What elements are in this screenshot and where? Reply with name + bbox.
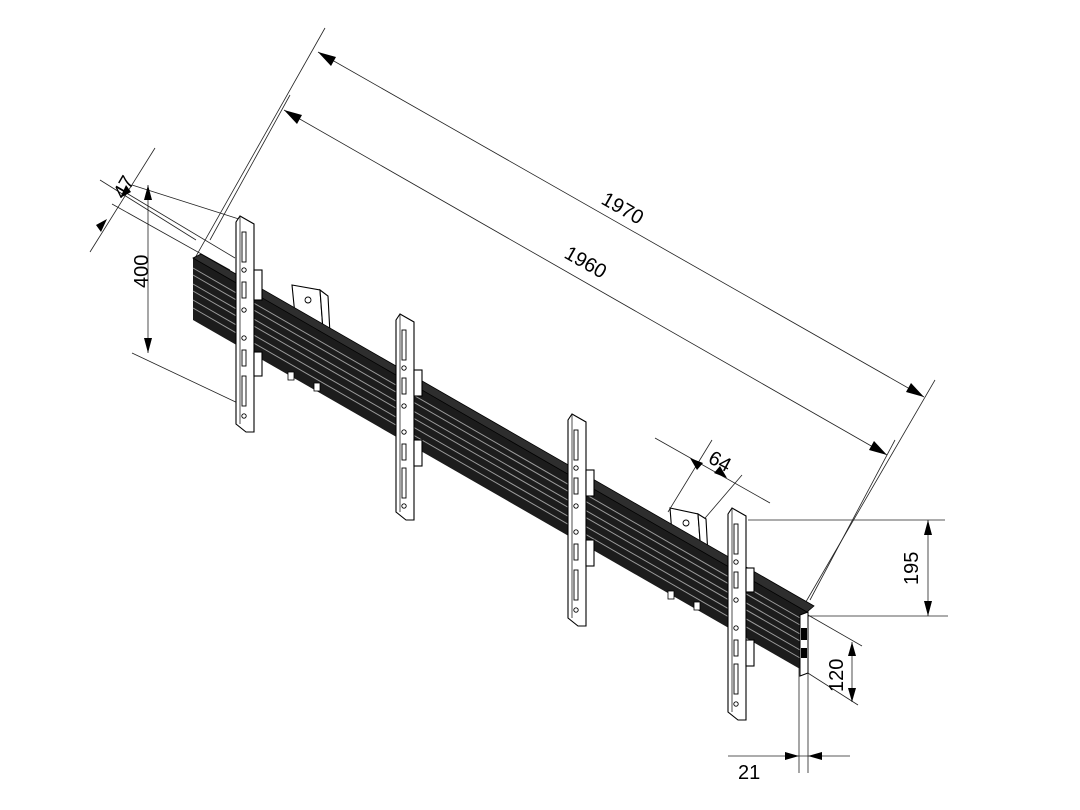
dimension-120: 120 <box>799 614 863 706</box>
dimension-47: 47 <box>89 147 236 271</box>
dim-label-400: 400 <box>131 255 153 288</box>
support-stubs <box>287 371 701 611</box>
vertical-bracket-3 <box>567 413 595 627</box>
vertical-bracket-4 <box>727 507 755 721</box>
vertical-bracket-1 <box>235 215 263 433</box>
dim-label-21: 21 <box>738 762 760 784</box>
dim-label-1960: 1960 <box>561 242 611 283</box>
dim-label-195: 195 <box>901 552 923 585</box>
rail <box>192 253 815 677</box>
dim-label-120: 120 <box>826 659 848 692</box>
vertical-bracket-2 <box>395 313 423 521</box>
dimension-400: 400 <box>131 184 243 406</box>
dimension-195: 195 <box>748 519 948 617</box>
dim-label-64: 64 <box>705 447 735 477</box>
dim-label-1970: 1970 <box>598 188 648 229</box>
